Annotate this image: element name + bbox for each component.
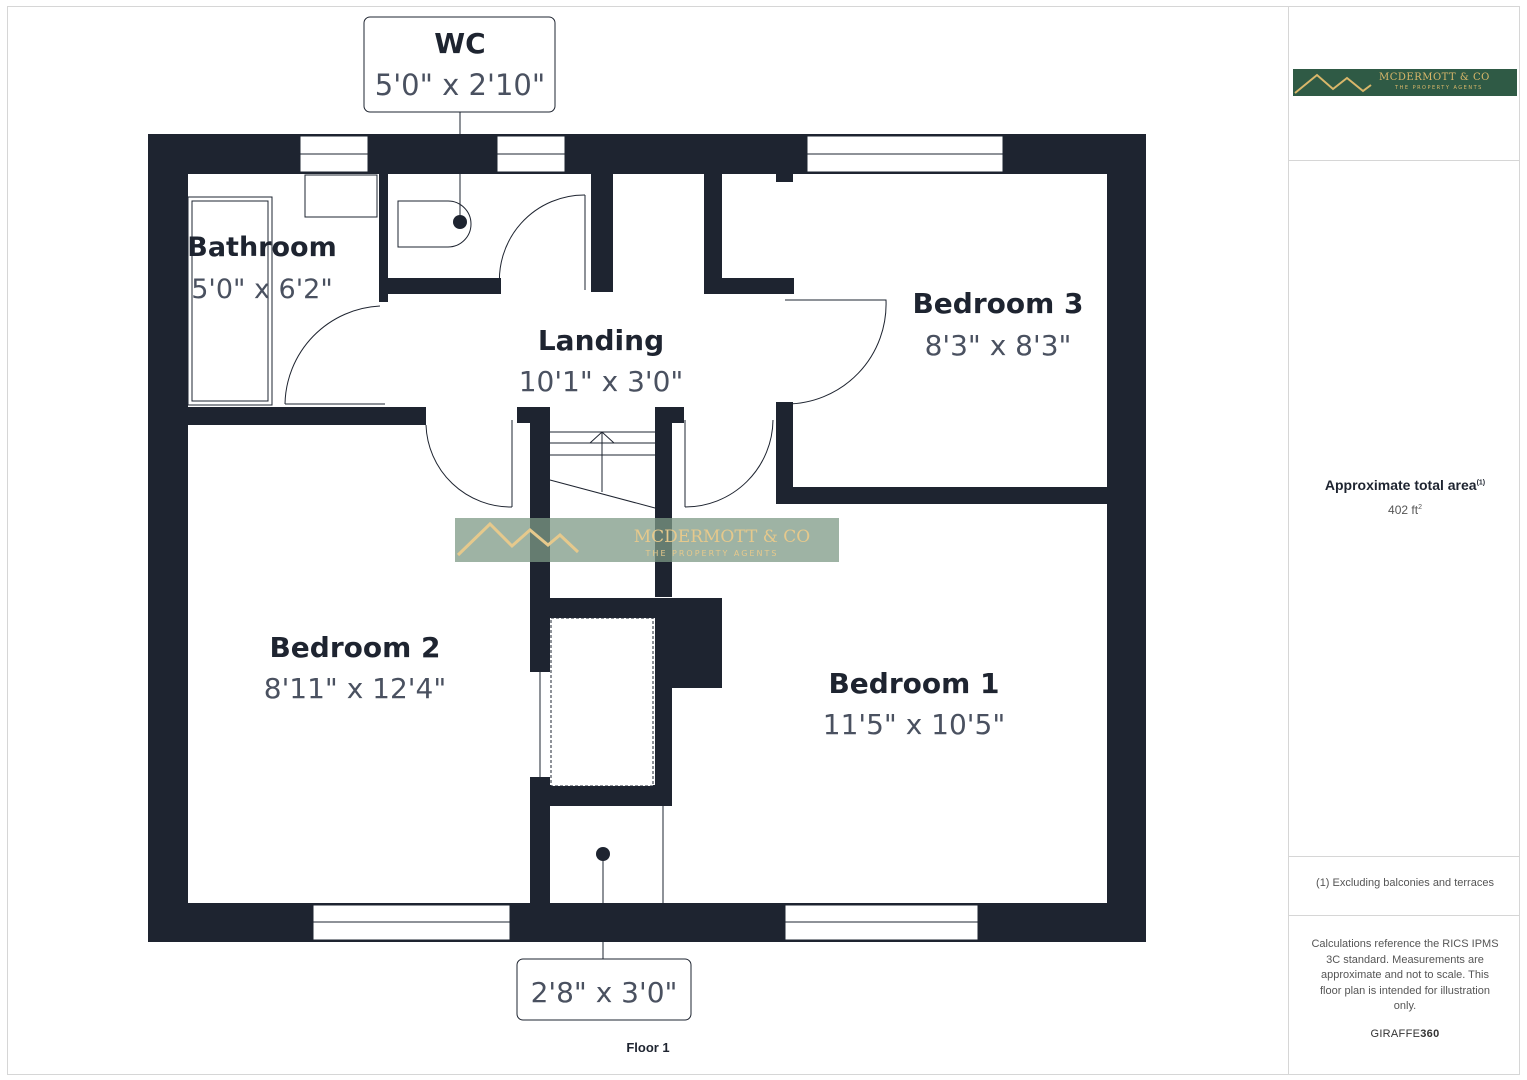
logo-tagline: THE PROPERTY AGENTS: [1395, 85, 1483, 91]
landing-name: Landing: [538, 324, 664, 357]
wardrobe: [550, 617, 654, 787]
bedroom2-name: Bedroom 2: [269, 631, 440, 664]
sidebar-divider: [1289, 915, 1520, 916]
cupboard-dims: 2'8" x 3'0": [531, 976, 678, 1009]
watermark-tagline: THE PROPERTY AGENTS: [645, 549, 779, 558]
bedroom1-name: Bedroom 1: [828, 667, 999, 700]
wc-dims: 5'0" x 2'10": [375, 68, 545, 102]
washbasin: [304, 174, 378, 218]
brand-logo: MCDERMOTT & CO THE PROPERTY AGENTS: [1293, 69, 1517, 96]
floor-plan: MCDERMOTT & CO THE PROPERTY AGENTS WC 5'…: [148, 16, 1146, 1021]
wc-name: WC: [434, 27, 485, 60]
watermark-brand-name: MCDERMOTT & CO: [634, 527, 810, 547]
page-frame: [7, 6, 1520, 1075]
bedroom3-dims: 8'3" x 8'3": [925, 329, 1072, 362]
area-footnote: (1) Excluding balconies and terraces: [1316, 877, 1494, 889]
giraffe360-brand: GIRAFFE360: [1370, 1028, 1440, 1040]
floor-label: Floor 1: [626, 1040, 670, 1055]
interior-walls: [188, 174, 1107, 903]
sidebar-divider: [1289, 856, 1520, 857]
info-sidebar: MCDERMOTT & CO THE PROPERTY AGENTS Appro…: [1288, 6, 1520, 1075]
staircase: [549, 431, 656, 509]
bedroom3-name: Bedroom 3: [912, 287, 1083, 320]
roofline-logo-icon: [1294, 73, 1372, 94]
brand-watermark: MCDERMOTT & CO THE PROPERTY AGENTS: [455, 518, 839, 562]
bathroom-dims: 5'0" x 6'2": [191, 274, 333, 305]
bathroom-name: Bathroom: [187, 232, 336, 263]
bathtub: [187, 196, 273, 406]
area-value: 402 ft2: [1388, 503, 1422, 517]
cupboard-callout-box: [516, 958, 692, 1021]
calculation-note: Calculations reference the RICS IPMS 3C …: [1311, 938, 1499, 1012]
area-title: Approximate total area(1): [1324, 477, 1486, 493]
doors: [284, 194, 887, 903]
toilet: [397, 200, 472, 248]
logo-brand-name: MCDERMOTT & CO: [1379, 72, 1490, 83]
wc-callout-box: [363, 16, 556, 113]
bedroom2-dims: 8'11" x 12'4": [264, 672, 446, 705]
landing-dims: 10'1" x 3'0": [519, 365, 684, 398]
sidebar-divider: [1289, 160, 1520, 161]
bedroom1-dims: 11'5" x 10'5": [823, 708, 1005, 741]
